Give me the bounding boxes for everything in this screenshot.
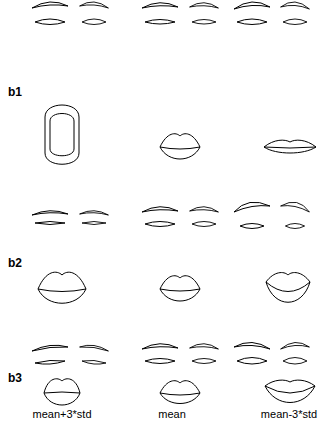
mouth-row bbox=[38, 272, 310, 303]
column-label: mean bbox=[158, 408, 186, 420]
row-label: b3 bbox=[8, 372, 22, 385]
eye-row bbox=[32, 2, 309, 25]
eye-row bbox=[32, 202, 309, 228]
row-label: b1 bbox=[8, 86, 22, 99]
eye-row bbox=[32, 342, 309, 364]
column-label: mean+3*std bbox=[32, 408, 91, 420]
mouth-row bbox=[45, 105, 316, 164]
row-label: b2 bbox=[8, 257, 22, 270]
mouth-row bbox=[44, 379, 315, 405]
column-label: mean-3*std bbox=[261, 408, 317, 420]
